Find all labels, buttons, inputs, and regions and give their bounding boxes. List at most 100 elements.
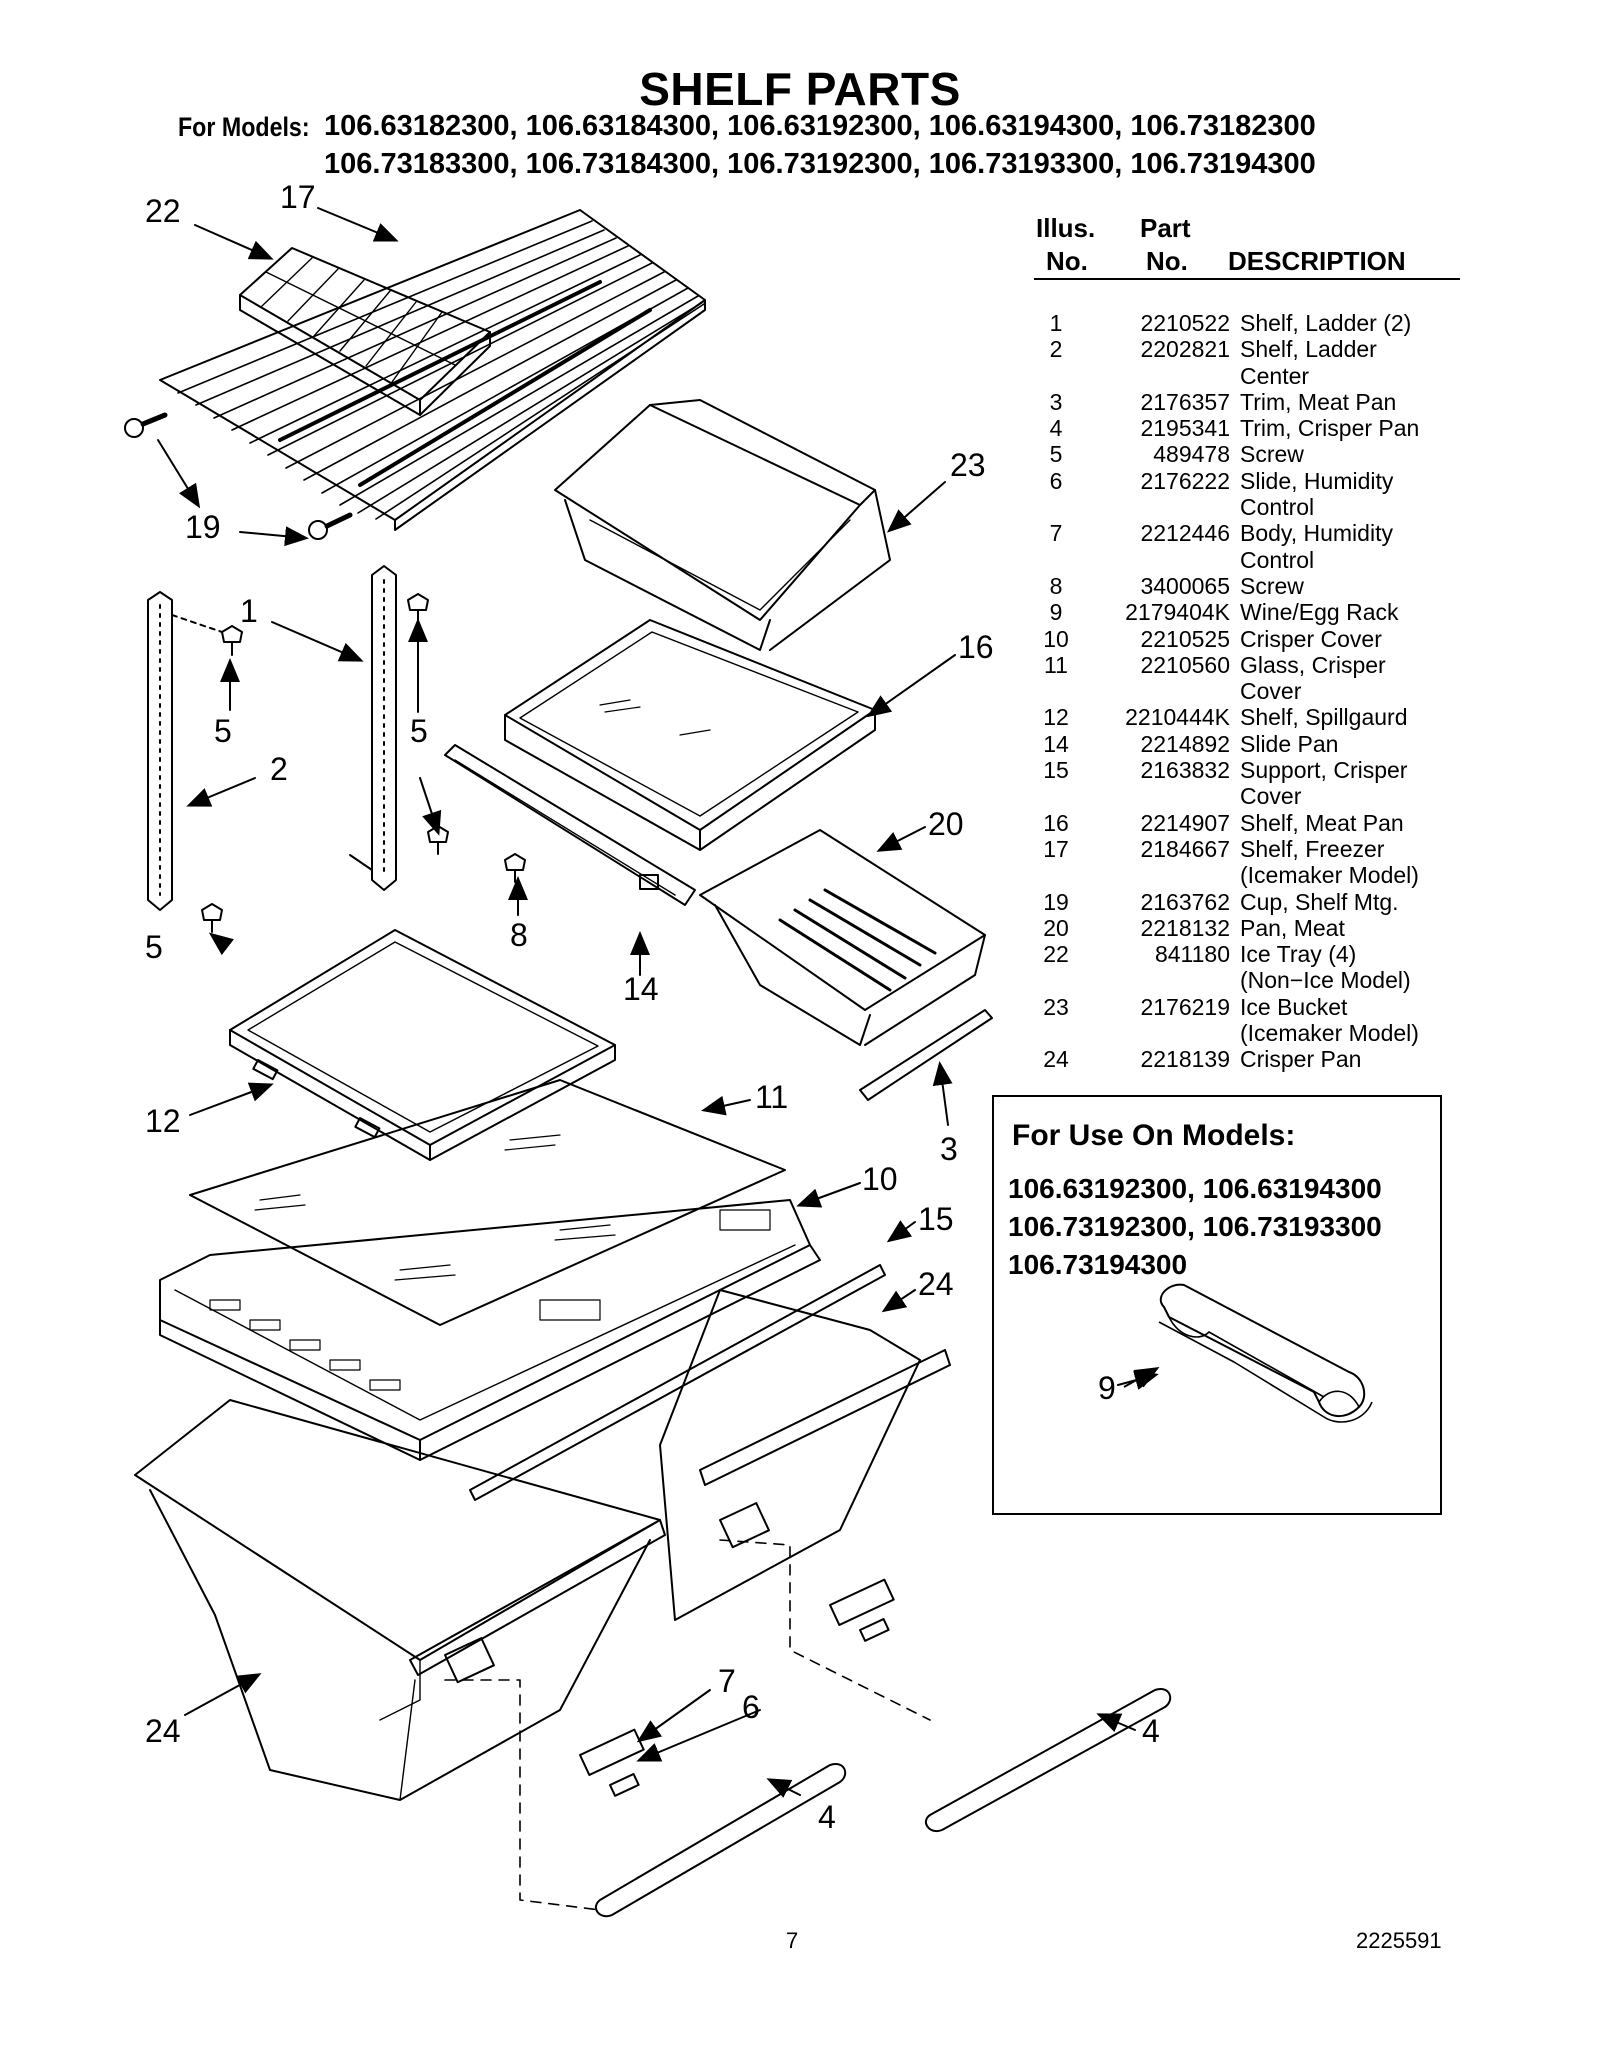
description: Ice Tray (4)(Non−Ice Model) bbox=[1240, 941, 1411, 994]
callout-10: 10 bbox=[862, 1161, 898, 1197]
part-no: 2212446 bbox=[1140, 520, 1230, 547]
illus-no: 24 bbox=[1043, 1046, 1069, 1073]
part-no: 2184667 bbox=[1140, 835, 1230, 862]
part-no: 2163832 bbox=[1140, 757, 1230, 784]
description: Shelf, Ladder (2) bbox=[1240, 310, 1412, 336]
callout-2: 2 bbox=[270, 751, 288, 787]
callout-6: 6 bbox=[742, 1689, 760, 1725]
glass-crisper-cover bbox=[189, 1079, 786, 1326]
wine-egg-rack-illustration: 9 bbox=[1098, 1283, 1373, 1423]
table-head-illus: Illus. bbox=[1036, 213, 1096, 243]
models-line-2: 106.73183300, 106.73184300, 106.73192300… bbox=[324, 148, 1316, 180]
table-row: 16 2214907 Shelf, Meat Pan bbox=[1030, 810, 1470, 836]
part-no: 2176222 bbox=[1140, 467, 1230, 494]
slide-pan bbox=[444, 744, 696, 906]
part-no: 2218132 bbox=[1140, 914, 1230, 941]
callout-3: 3 bbox=[940, 1131, 958, 1167]
models-box-title: For Use On Models: bbox=[1012, 1119, 1296, 1152]
part-no: 2210444K bbox=[1125, 704, 1230, 731]
illus-no: 8 bbox=[1049, 572, 1063, 599]
part-no: 2210525 bbox=[1140, 625, 1230, 652]
part-no: 2214907 bbox=[1140, 809, 1230, 836]
illus-no: 10 bbox=[1043, 625, 1069, 652]
spillguard-shelf bbox=[229, 929, 616, 1161]
description: Shelf, Meat Pan bbox=[1240, 809, 1404, 836]
callout-14: 14 bbox=[623, 971, 659, 1007]
illus-no: 14 bbox=[1043, 730, 1069, 757]
callout-4a: 4 bbox=[818, 1799, 836, 1835]
part-no: 2218139 bbox=[1140, 1046, 1230, 1073]
illus-no: 16 bbox=[1043, 809, 1069, 836]
callout-5b: 5 bbox=[410, 713, 428, 749]
crisper-pan-right bbox=[659, 1289, 951, 1621]
callout-9: 9 bbox=[1098, 1370, 1116, 1406]
callout-4b: 4 bbox=[1142, 1713, 1160, 1749]
part-no: 2210560 bbox=[1140, 651, 1230, 678]
description: Ice Bucket(Icemaker Model) bbox=[1240, 993, 1419, 1047]
models-label: For Models: bbox=[178, 112, 310, 142]
ice-bucket bbox=[554, 399, 891, 651]
callout-1: 1 bbox=[240, 593, 258, 629]
models-box-line-1: 106.63192300, 106.63194300 bbox=[1008, 1173, 1382, 1204]
callout-24a: 24 bbox=[918, 1266, 954, 1302]
part-no: 2202821 bbox=[1140, 336, 1230, 363]
description: Trim, Meat Pan bbox=[1240, 388, 1397, 415]
illus-no: 7 bbox=[1049, 520, 1063, 547]
part-no: 2210522 bbox=[1140, 310, 1230, 336]
part-no: 2195341 bbox=[1140, 415, 1230, 442]
illus-no: 22 bbox=[1043, 941, 1069, 968]
callout-23: 23 bbox=[950, 447, 986, 483]
callout-8: 8 bbox=[510, 917, 528, 953]
models-box-line-3: 106.73194300 bbox=[1008, 1249, 1188, 1280]
screws bbox=[171, 593, 526, 933]
illus-no: 20 bbox=[1043, 914, 1069, 941]
models-box: For Use On Models: 106.63192300, 106.631… bbox=[992, 1095, 1442, 1515]
callout-15: 15 bbox=[918, 1201, 954, 1237]
callout-20: 20 bbox=[928, 806, 964, 842]
crisper-trim-left bbox=[594, 1763, 847, 1918]
illus-no: 2 bbox=[1049, 336, 1063, 363]
part-no: 2176357 bbox=[1140, 388, 1230, 415]
part-no: 3400065 bbox=[1140, 572, 1230, 599]
illus-no: 4 bbox=[1049, 415, 1063, 442]
callout-5a: 5 bbox=[214, 713, 232, 749]
crisper-pan-left bbox=[134, 1399, 666, 1801]
part-no: 2163762 bbox=[1140, 888, 1230, 915]
callout-17: 17 bbox=[280, 179, 316, 215]
illus-no: 17 bbox=[1043, 835, 1069, 862]
table-row: 20 2218132 Pan, Meat bbox=[1030, 915, 1470, 941]
part-no: 2176219 bbox=[1140, 993, 1230, 1020]
description: Pan, Meat bbox=[1240, 914, 1345, 941]
table-head-illus-no: No. bbox=[1046, 246, 1088, 276]
callout-5c: 5 bbox=[145, 929, 163, 965]
description: Slide Pan bbox=[1240, 730, 1339, 757]
illus-no: 11 bbox=[1044, 651, 1068, 678]
part-no: 489478 bbox=[1153, 441, 1230, 468]
humidity-control-left bbox=[579, 1728, 645, 1797]
part-no: 2214892 bbox=[1140, 730, 1230, 757]
description: Screw bbox=[1240, 441, 1304, 468]
models-line-1: 106.63182300, 106.63184300, 106.63192300… bbox=[324, 110, 1316, 142]
table-head-description: DESCRIPTION bbox=[1228, 246, 1406, 276]
callout-7: 7 bbox=[718, 1663, 736, 1699]
table-row: 14 2214892 Slide Pan bbox=[1030, 731, 1470, 757]
callout-12: 12 bbox=[145, 1103, 181, 1139]
part-no: 2179404K bbox=[1125, 599, 1230, 626]
